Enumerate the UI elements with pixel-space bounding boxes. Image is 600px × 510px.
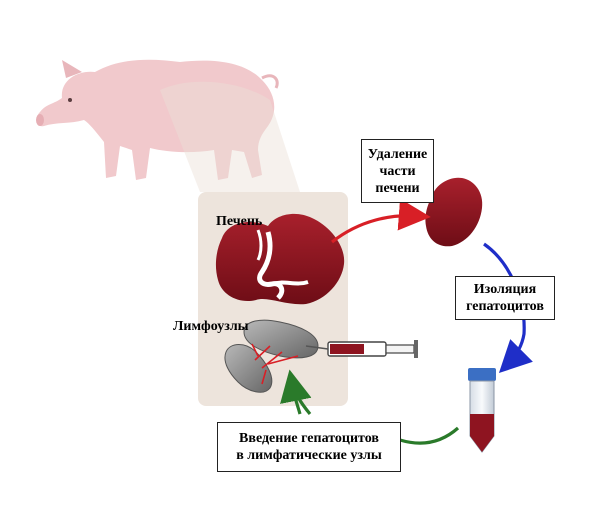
liver-label: Печень [216,214,263,229]
isolation-line-1: Изоляция [473,282,537,297]
isolation-line-2: гепатоцитов [466,299,544,314]
removal-line-1: Удаление [367,146,428,162]
arrow-to-isolation [483,242,533,374]
arrow-to-removal [331,198,431,244]
removal-line-3: печени [375,180,420,196]
arrow-to-nodes [280,369,312,416]
isolation-step-box: Изоляция гепатоцитов [455,276,555,320]
syringe-icon [305,340,418,358]
lymph-nodes-label: Лимфоузлы [173,319,249,334]
test-tube-icon [468,368,496,453]
injection-line-2: в лимфатические узлы [236,448,382,463]
liver-piece-icon [425,177,483,247]
liver-icon [215,213,345,305]
removal-step-box: Удаление части печени [361,139,434,203]
lymph-node-icon [224,319,319,393]
removal-line-2: части [379,163,416,179]
pig-icon [36,59,279,181]
injection-step-box: Введение гепатоцитов в лимфатические узл… [217,422,401,472]
zoom-beam [160,81,300,192]
injection-line-1: Введение гепатоцитов [239,431,379,446]
